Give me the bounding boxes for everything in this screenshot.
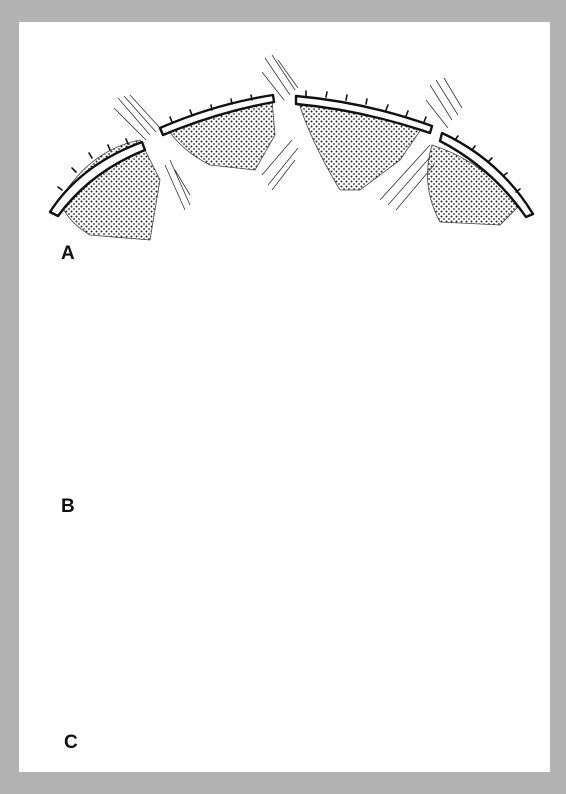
panel-label-b: B	[61, 496, 75, 518]
panel-label-c: C	[64, 732, 78, 754]
panel-label-a: A	[61, 243, 75, 265]
cell-columns-a	[60, 100, 520, 240]
stage-a-diagram	[50, 55, 533, 240]
